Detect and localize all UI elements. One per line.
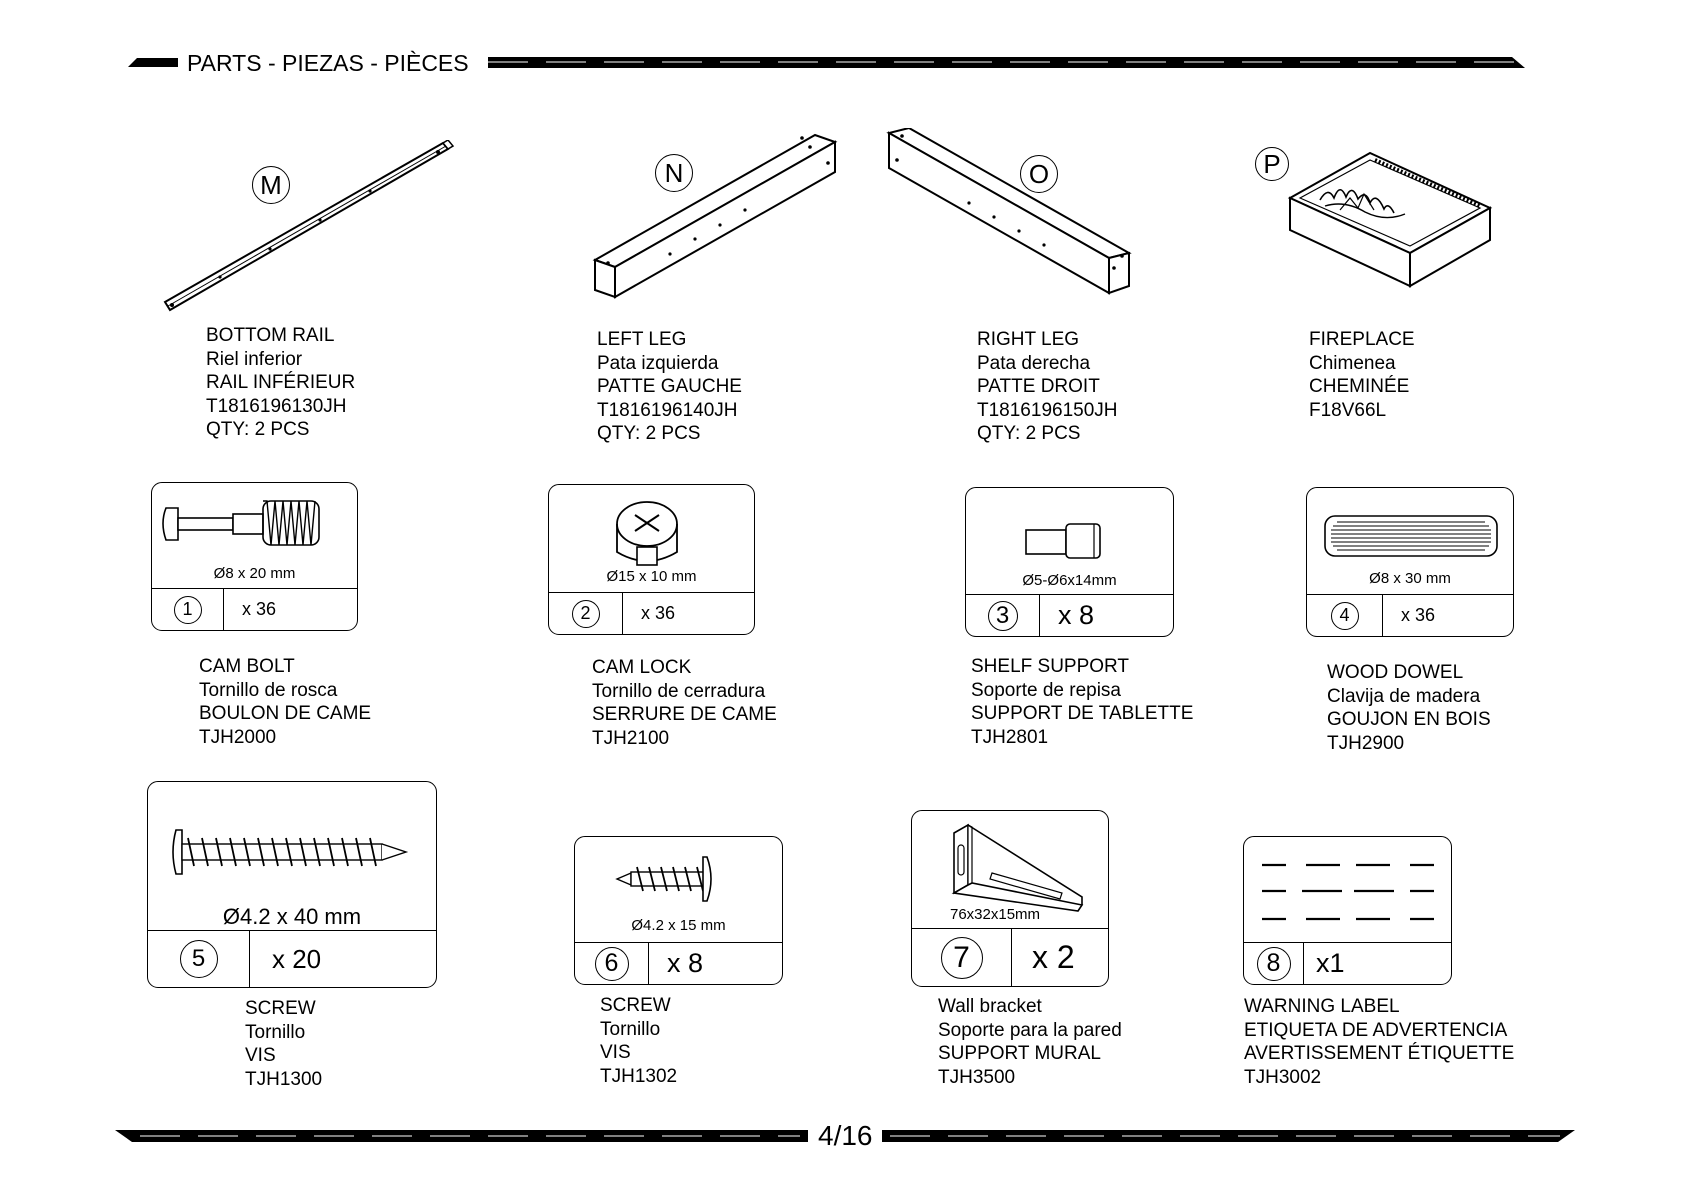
cam-lock-illustration xyxy=(549,499,754,569)
hardware-size: Ø5-Ø6x14mm xyxy=(1022,572,1117,589)
hardware-box-wall-bracket: 76x32x15mm 7 x 2 xyxy=(911,810,1109,987)
page-number: 4/16 xyxy=(812,1120,879,1152)
hardware-qty: x 8 xyxy=(1058,600,1095,630)
hardware-number-8: 8 xyxy=(1256,946,1291,981)
hardware-size: 76x32x15mm xyxy=(950,906,1041,923)
hardware-qty: x 20 xyxy=(272,943,322,974)
hardware-size: Ø8 x 30 mm xyxy=(1369,570,1451,587)
bottom-rail-illustration xyxy=(160,140,460,320)
fireplace-illustration xyxy=(1285,148,1505,293)
screw-15-illustration xyxy=(575,849,782,909)
hardware-number-3: 3 xyxy=(987,600,1018,631)
warning-label-illustration xyxy=(1244,857,1451,937)
hardware-number-4: 4 xyxy=(1330,601,1359,630)
hardware-qty: x1 xyxy=(1316,948,1345,978)
footer-rule xyxy=(0,1120,1685,1150)
shelf-support-illustration xyxy=(966,518,1173,563)
part-letter-n: N xyxy=(655,154,693,192)
hardware-box-screw-40: Ø4.2 x 40 mm 5 x 20 xyxy=(147,781,437,988)
hardware-box-cam-bolt: Ø8 x 20 mm 1 x 36 xyxy=(151,482,358,631)
hardware-size: Ø15 x 10 mm xyxy=(606,568,697,585)
header-rule xyxy=(128,57,1525,68)
hardware-number-7: 7 xyxy=(940,936,983,979)
hardware-qty: x 8 xyxy=(667,948,704,978)
screw-40-illustration xyxy=(148,822,436,882)
hardware-number-5: 5 xyxy=(179,940,218,978)
hardware-number-2: 2 xyxy=(571,599,600,628)
wood-dowel-illustration xyxy=(1307,510,1513,560)
header-bar xyxy=(0,40,1685,80)
part-letter-p: P xyxy=(1255,147,1289,181)
cam-bolt-illustration xyxy=(152,493,357,553)
right-leg-illustration xyxy=(884,128,1144,303)
hardware-size: Ø4.2 x 40 mm xyxy=(222,904,362,929)
hardware-box-wood-dowel: Ø8 x 30 mm 4 x 36 xyxy=(1306,487,1514,637)
left-leg-illustration xyxy=(590,130,850,305)
hardware-size: Ø8 x 20 mm xyxy=(213,565,296,582)
hardware-qty: x 2 xyxy=(1032,939,1075,975)
page-title: PARTS - PIEZAS - PIÈCES xyxy=(187,50,469,76)
part-letter-m: M xyxy=(252,166,290,204)
hardware-box-screw-15: Ø4.2 x 15 mm 6 x 8 xyxy=(574,836,783,985)
hardware-box-warning-label: 8 x1 xyxy=(1243,836,1452,985)
hardware-number-6: 6 xyxy=(594,946,629,981)
hardware-box-shelf-support: Ø5-Ø6x14mm 3 x 8 xyxy=(965,487,1174,637)
hardware-number-1: 1 xyxy=(173,595,202,624)
hardware-size: Ø4.2 x 15 mm xyxy=(631,917,726,934)
hardware-qty: x 36 xyxy=(641,603,676,623)
hardware-box-cam-lock: Ø15 x 10 mm 2 x 36 xyxy=(548,484,755,635)
wall-bracket-illustration xyxy=(912,823,1108,913)
hardware-qty: x 36 xyxy=(242,599,277,619)
hardware-qty: x 36 xyxy=(1401,605,1436,625)
part-letter-o: O xyxy=(1020,155,1058,193)
